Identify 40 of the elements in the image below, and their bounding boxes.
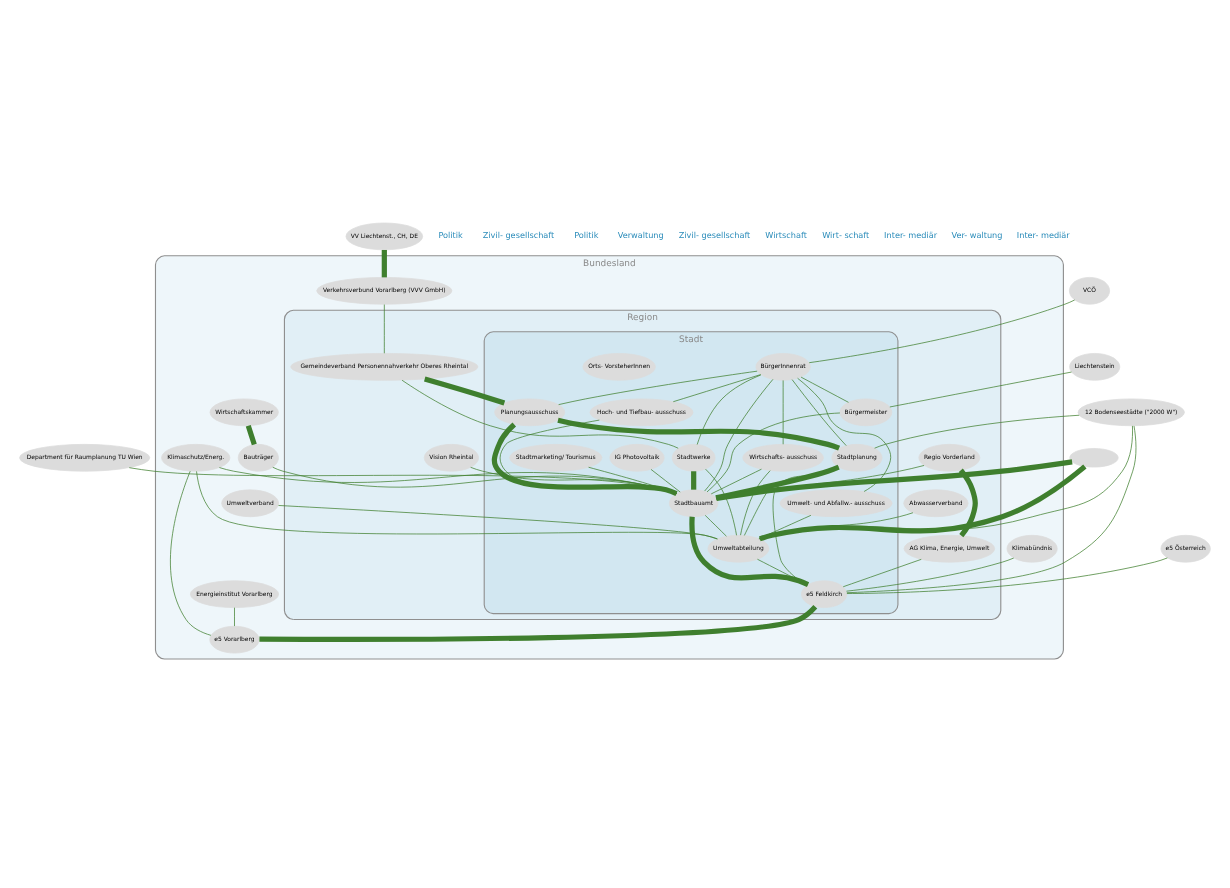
connector (874, 414, 1080, 449)
connector (558, 370, 758, 405)
connector (758, 464, 1087, 542)
connector (842, 558, 922, 588)
connector (259, 604, 818, 642)
connector (808, 299, 1076, 364)
connector (710, 468, 762, 495)
connector (759, 425, 1133, 540)
connector (715, 464, 840, 501)
connector (424, 376, 506, 406)
connector (716, 465, 925, 500)
connector (170, 470, 212, 636)
connector (672, 374, 762, 403)
connector (704, 379, 774, 492)
connector (800, 376, 849, 403)
connector (381, 249, 387, 278)
connector (245, 425, 257, 446)
connector (278, 505, 718, 540)
connector (958, 468, 978, 538)
connector (557, 417, 841, 451)
connector (650, 469, 681, 493)
connector (234, 607, 235, 627)
connector (791, 379, 847, 446)
connector (691, 471, 697, 490)
connector (716, 459, 1073, 502)
connector (889, 371, 1072, 408)
node-ellipse (1069, 448, 1119, 468)
connector (706, 412, 841, 493)
connector (846, 557, 1015, 592)
connector (846, 557, 1168, 594)
connector (689, 516, 810, 587)
connector (740, 470, 771, 536)
connector (383, 304, 385, 354)
connector (704, 514, 727, 537)
connector (782, 380, 784, 445)
connector (757, 558, 808, 586)
connector (705, 468, 737, 536)
connector (696, 374, 762, 445)
connector (846, 425, 1137, 594)
connector (401, 379, 679, 449)
